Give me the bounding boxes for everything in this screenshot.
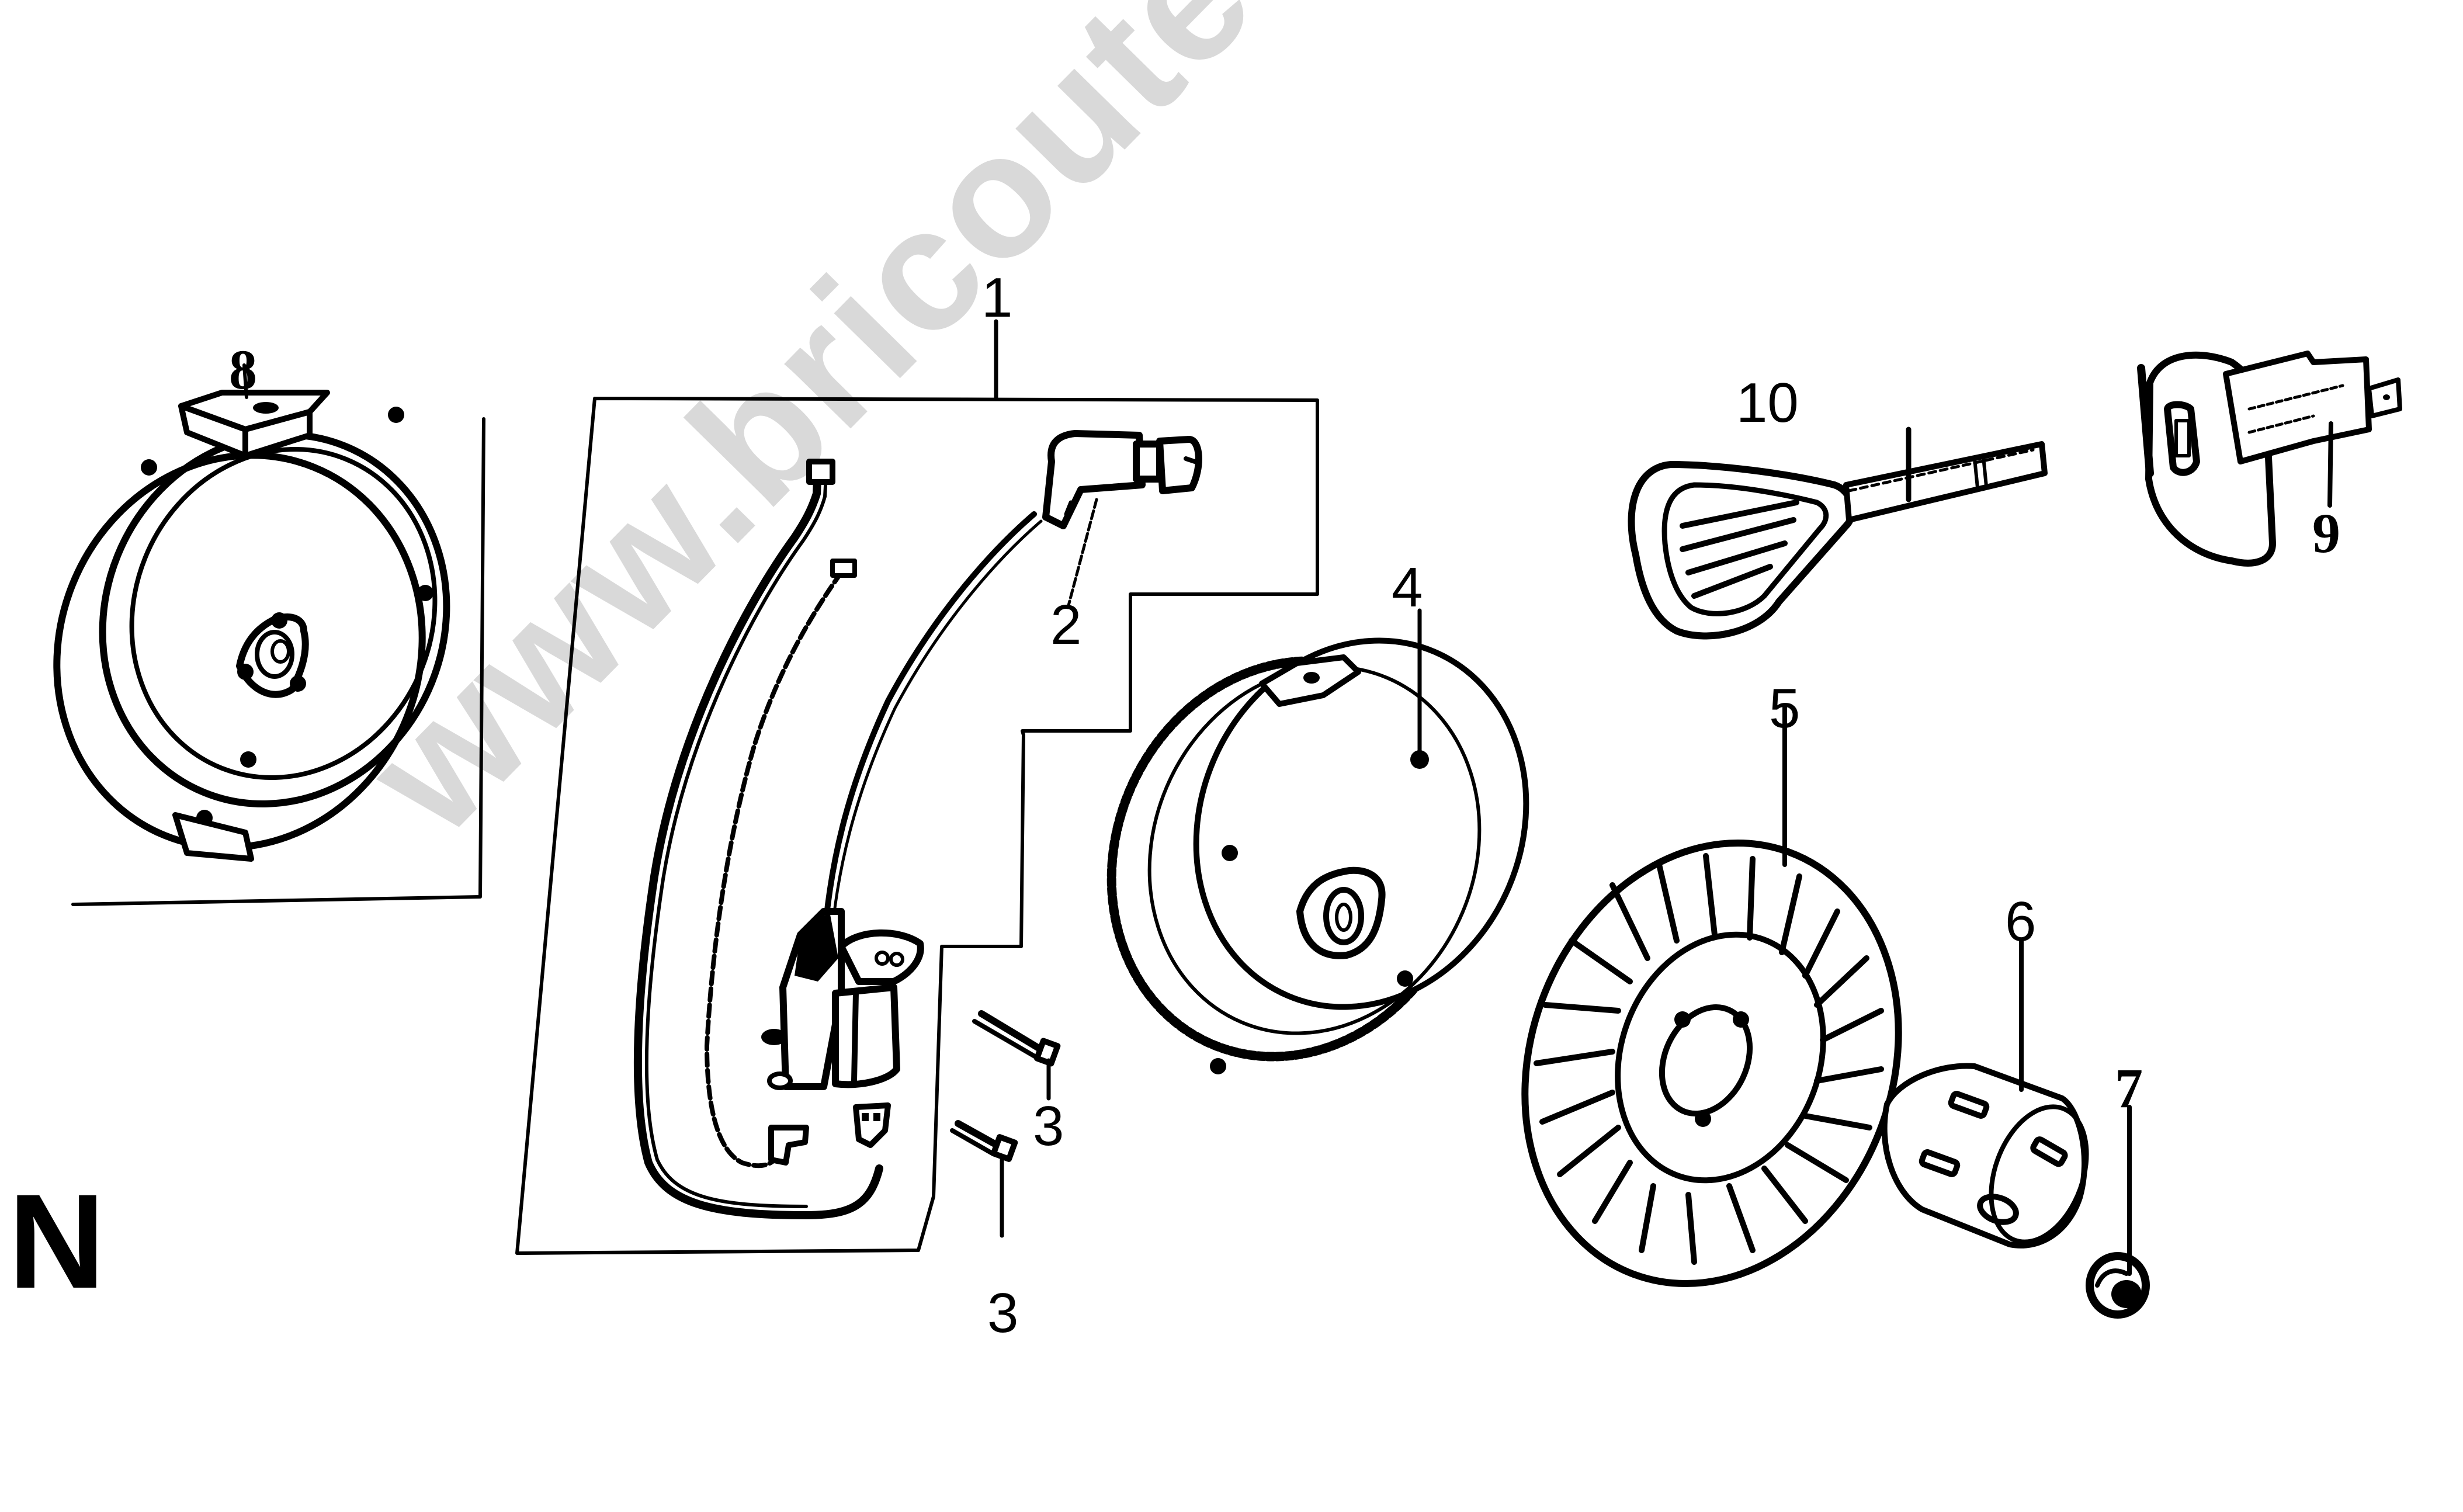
ignition-coil-wires-icon[interactable] — [633, 459, 1043, 1219]
part-8-flywheel-icon[interactable] — [0, 363, 502, 903]
part-1-group-frame — [515, 319, 1319, 1255]
bolt-upper-icon[interactable] — [972, 1010, 1061, 1101]
ignition-key-icon[interactable] — [1628, 426, 2048, 640]
starter-cup-icon[interactable] — [1881, 938, 2104, 1255]
callout-9[interactable]: 9 — [2312, 502, 2340, 564]
callout-10[interactable]: 10 — [1736, 372, 1799, 434]
ignition-coil-icon[interactable] — [761, 908, 924, 1090]
callout-7[interactable]: 7 — [2115, 1057, 2143, 1119]
callout-8[interactable]: 8 — [229, 338, 257, 401]
spark-plug-cap-icon[interactable] — [1042, 430, 1202, 609]
part-8-frame — [71, 417, 485, 906]
bolt-lower-icon[interactable] — [950, 1120, 1018, 1238]
cooling-fan-icon[interactable] — [1465, 705, 1959, 1337]
callout-1[interactable]: 1 — [981, 266, 1013, 329]
ignition-switch-icon[interactable] — [2137, 351, 2402, 567]
section-letter: N — [8, 1166, 106, 1316]
callout-4[interactable]: 4 — [1392, 556, 1423, 619]
flywheel-ring-gear-icon[interactable] — [1051, 589, 1582, 1113]
callout-5[interactable]: 5 — [1769, 677, 1801, 740]
callout-3-lower[interactable]: 3 — [987, 1282, 1019, 1344]
callout-6[interactable]: 6 — [2005, 890, 2037, 953]
callout-2[interactable]: 2 — [1050, 594, 1082, 656]
callout-3-upper[interactable]: 3 — [1033, 1095, 1064, 1157]
flywheel-nut-icon[interactable] — [2086, 1105, 2150, 1319]
